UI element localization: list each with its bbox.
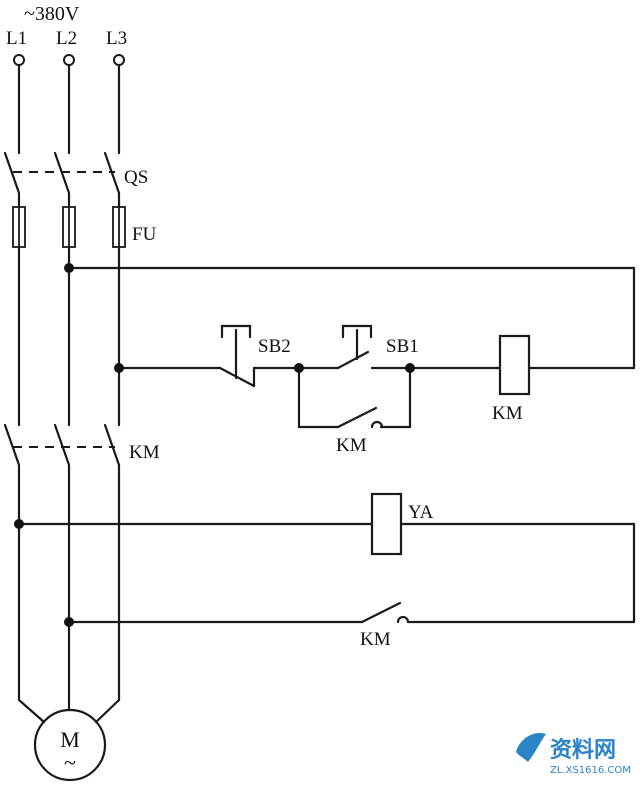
contactor-coil-km-label: KM	[492, 403, 523, 424]
wires-to-fuses	[17, 191, 121, 209]
terminal-l1	[13, 54, 25, 66]
brake-coil-ya	[370, 492, 403, 556]
phase-label-l1: L1	[6, 28, 27, 49]
brake-circuit-wires	[17, 522, 636, 624]
motor: M ~	[33, 708, 107, 782]
watermark: 资料网 ZL.XS1616.COM	[516, 732, 631, 776]
start-button-sb1-label: SB1	[386, 336, 419, 357]
watermark-text: 资料网	[550, 738, 616, 763]
junction-dot	[64, 617, 74, 627]
contactor-coil-km	[498, 334, 531, 396]
motor-letter: M	[60, 727, 80, 752]
junction-dot	[14, 519, 24, 529]
wires-to-main-contacts	[17, 245, 121, 427]
hold-contact-km	[336, 406, 384, 429]
start-button-sb1	[336, 324, 373, 370]
supply-voltage-label: ~380V	[24, 3, 80, 25]
stop-button-sb2	[218, 324, 256, 388]
switch-qs-label: QS	[124, 167, 148, 188]
fuses-fu	[12, 206, 126, 248]
fuse-fu-label: FU	[132, 224, 157, 245]
stop-button-sb2-label: SB2	[258, 336, 291, 357]
hold-contact-km-label: KM	[336, 435, 367, 456]
brake-contact-km-label: KM	[360, 629, 391, 650]
brake-contact-km	[360, 601, 410, 624]
watermark-url: ZL.XS1616.COM	[550, 765, 631, 776]
main-contacts-km-label: KM	[129, 442, 160, 463]
motor-feed-wires	[17, 463, 121, 724]
terminal-l2	[63, 54, 75, 66]
brake-coil-ya-label: YA	[408, 502, 434, 523]
watermark-logo-icon	[516, 732, 546, 762]
main-contacts-km	[3, 423, 121, 467]
phase-label-l3: L3	[106, 28, 127, 49]
junction-dot	[294, 363, 304, 373]
control-circuit-wires	[67, 266, 636, 429]
junction-dot	[114, 363, 124, 373]
junction-dot	[405, 363, 415, 373]
supply-wires	[17, 63, 121, 155]
switch-qs	[3, 151, 121, 195]
terminal-l3	[113, 54, 125, 66]
motor-symbol: ~	[64, 750, 76, 775]
junction-dot	[64, 263, 74, 273]
phase-label-l2: L2	[56, 28, 77, 49]
